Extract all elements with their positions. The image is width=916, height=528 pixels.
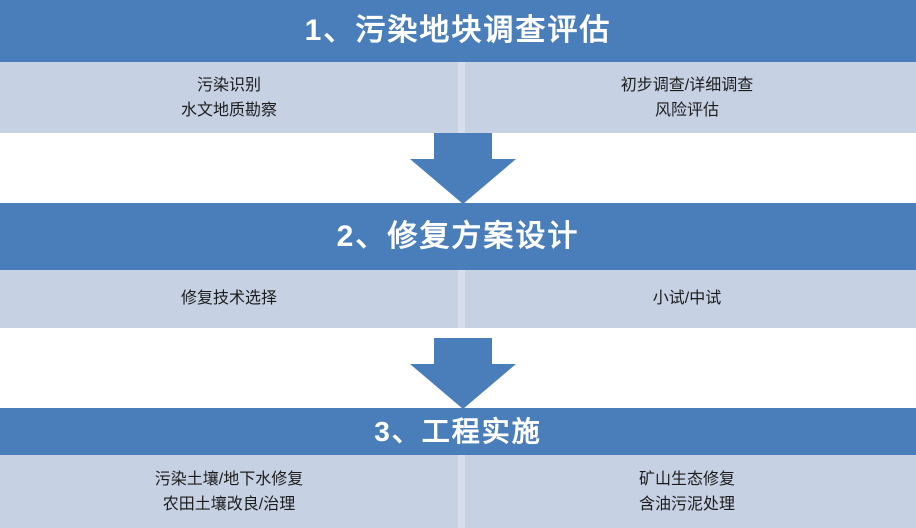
stage-3-column-divider xyxy=(458,455,465,528)
stage-3-left-item-1: 污染土壤/地下水修复 xyxy=(154,470,304,488)
stage-1-left-item-1: 污染识别 xyxy=(196,76,261,94)
stage-3-right-item-2: 含油污泥处理 xyxy=(638,495,735,513)
stage-3: 3、工程实施 污染土壤/地下水修复 农田土壤改良/治理 矿山生态修复 含油污泥处… xyxy=(0,408,916,528)
stage-1-right-item-2: 风险评估 xyxy=(654,101,719,119)
stage-1-left-item-2: 水文地质勘察 xyxy=(180,101,277,119)
stage-2-right-item-1: 小试/中试 xyxy=(652,289,722,307)
stage-1-right-item-1: 初步调查/详细调查 xyxy=(620,76,754,94)
stage-1-column-divider xyxy=(458,62,465,133)
down-arrow-icon-2 xyxy=(409,338,517,410)
stage-3-right-column: 矿山生态修复 含油污泥处理 xyxy=(458,457,916,528)
stage-3-header: 3、工程实施 xyxy=(0,408,916,455)
down-arrow-icon-1 xyxy=(409,133,517,205)
stage-3-left-column: 污染土壤/地下水修复 农田土壤改良/治理 xyxy=(0,457,458,528)
stage-2-left-item-1: 修复技术选择 xyxy=(180,289,277,307)
stage-2-title: 2、修复方案设计 xyxy=(336,219,580,253)
stage-2-right-column: 小试/中试 xyxy=(458,270,916,328)
stage-1-left-column: 污染识别 水文地质勘察 xyxy=(0,64,458,133)
stage-2-column-divider xyxy=(458,270,465,328)
stage-2: 2、修复方案设计 修复技术选择 小试/中试 xyxy=(0,203,916,328)
stage-3-title: 3、工程实施 xyxy=(374,415,542,447)
stage-3-right-item-1: 矿山生态修复 xyxy=(638,470,735,488)
stage-1-header: 1、污染地块调查评估 xyxy=(0,0,916,62)
stage-3-left-item-2: 农田土壤改良/治理 xyxy=(162,495,296,513)
stage-1-title: 1、污染地块调查评估 xyxy=(304,14,612,47)
stage-2-left-column: 修复技术选择 xyxy=(0,270,458,328)
stage-3-body: 污染土壤/地下水修复 农田土壤改良/治理 矿山生态修复 含油污泥处理 xyxy=(0,455,916,528)
stage-1: 1、污染地块调查评估 污染识别 水文地质勘察 初步调查/详细调查 风险评估 xyxy=(0,0,916,133)
stage-2-body: 修复技术选择 小试/中试 xyxy=(0,270,916,328)
stage-2-header: 2、修复方案设计 xyxy=(0,203,916,270)
stage-1-body: 污染识别 水文地质勘察 初步调查/详细调查 风险评估 xyxy=(0,62,916,133)
stage-1-right-column: 初步调查/详细调查 风险评估 xyxy=(458,64,916,133)
